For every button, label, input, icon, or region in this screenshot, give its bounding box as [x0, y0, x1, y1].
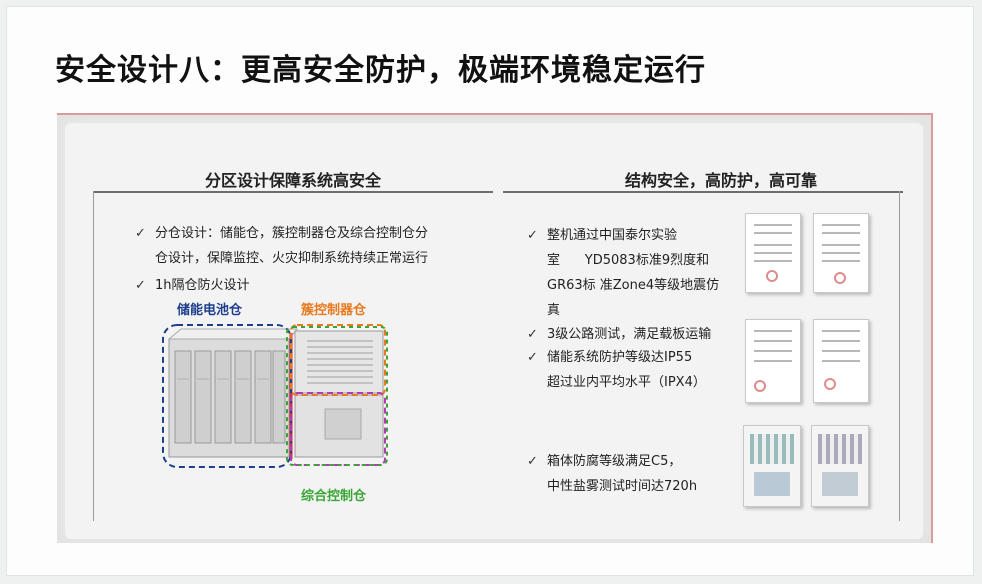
check-icon: ✓ — [527, 228, 538, 243]
right-item-road-test: ✓3级公路测试，满足载板运输 — [527, 325, 747, 345]
right-section-heading: 结构安全，高防护，高可靠 — [625, 171, 818, 190]
check-icon: ✓ — [135, 278, 146, 293]
left-item-1: ✓分仓设计：储能仓，簇控制器仓及综合控制仓分 仓设计，保障监控、火灾抑制系统持续… — [135, 221, 465, 271]
battery-compartment-label: 储能电池仓 — [177, 303, 243, 318]
check-icon: ✓ — [527, 327, 538, 342]
certificate-thumbnail — [813, 213, 869, 293]
check-icon: ✓ — [135, 226, 146, 241]
test-report-thumbnail — [743, 425, 801, 507]
right-item-ip-rating: ✓储能系统防护等级达IP55 超过业内平均水平（IPX4） — [527, 345, 747, 395]
left-section-heading: 分区设计保障系统高安全 — [205, 171, 382, 190]
content-panel: 分区设计保障系统高安全 ✓分仓设计：储能仓，簇控制器仓及综合控制仓分 仓设计，保… — [57, 113, 933, 543]
certificate-thumbnail — [745, 213, 801, 293]
right-heading-rule — [503, 191, 903, 193]
check-icon: ✓ — [527, 350, 538, 365]
left-item-2: ✓1h隔仓防火设计 — [135, 273, 465, 298]
integrated-control-label: 综合控制仓 — [301, 489, 367, 504]
certificate-thumbnail — [813, 319, 869, 403]
slide: 安全设计八：更高安全防护，极端环境稳定运行 分区设计保障系统高安全 ✓分仓设计：… — [6, 6, 974, 576]
page-title: 安全设计八：更高安全防护，极端环境稳定运行 — [55, 53, 706, 88]
right-item-corrosion: ✓箱体防腐等级满足C5， 中性盐雾测试时间达720h — [527, 449, 747, 499]
content-panel-inner: 分区设计保障系统高安全 ✓分仓设计：储能仓，簇控制器仓及综合控制仓分 仓设计，保… — [65, 123, 923, 539]
right-item-seismic: ✓整机通过中国泰尔实验 室 YD5083标准9烈度和 GR63标 准Zone4等… — [527, 223, 737, 323]
test-report-thumbnail — [811, 425, 869, 507]
energy-storage-cabinet-illustration — [162, 324, 388, 468]
right-border-line — [899, 191, 900, 521]
cluster-controller-label: 簇控制器仓 — [301, 303, 367, 318]
check-icon: ✓ — [527, 454, 538, 469]
left-heading-rule — [93, 191, 493, 193]
left-border-line — [93, 191, 94, 521]
certificate-thumbnail — [745, 319, 801, 403]
